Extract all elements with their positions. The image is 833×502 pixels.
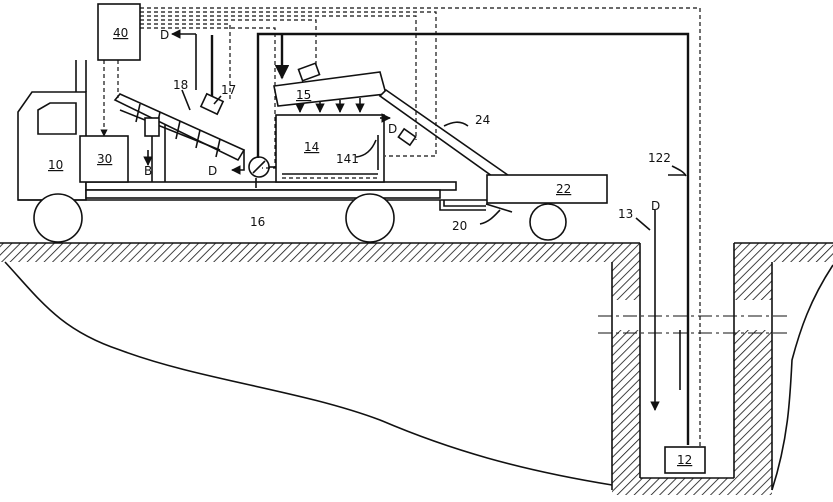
leader-lines <box>181 89 687 231</box>
label-controller: 40 <box>113 26 128 40</box>
label-d-mid: D <box>208 164 217 178</box>
label-level: 141 <box>336 152 359 166</box>
label-auger: 18 <box>173 78 188 92</box>
flow-lines <box>171 29 690 445</box>
label-tube: 13 <box>618 207 633 221</box>
label-screen: 15 <box>296 88 311 102</box>
label-hose: 20 <box>452 219 467 233</box>
label-tank: 14 <box>304 140 319 154</box>
conveyor-24 <box>378 88 517 187</box>
label-bin: 22 <box>556 182 571 196</box>
truck <box>17 60 567 243</box>
label-d-right: D <box>651 199 660 213</box>
vessel-12 <box>664 446 706 474</box>
label-d-top: D <box>160 28 169 42</box>
label-b-out: B <box>144 164 152 178</box>
label-unit30: 30 <box>97 152 112 166</box>
label-d-conv: D <box>388 122 397 136</box>
label-conveyor: 24 <box>475 113 490 127</box>
auger-18 <box>113 93 246 182</box>
screen-15 <box>273 62 388 113</box>
tank-14 <box>269 114 385 183</box>
hose-20 <box>439 200 513 213</box>
label-pump: 16 <box>250 215 265 229</box>
unit-30 <box>79 135 129 183</box>
borehole <box>598 243 790 495</box>
label-truck: 10 <box>48 158 63 172</box>
control-lines <box>100 7 701 448</box>
label-vessel: 12 <box>677 453 692 467</box>
controller-40 <box>97 3 141 61</box>
ground <box>0 242 833 491</box>
bin-22 <box>486 174 608 204</box>
label-motor: 17 <box>221 83 236 97</box>
label-line122: 122 <box>648 151 671 165</box>
